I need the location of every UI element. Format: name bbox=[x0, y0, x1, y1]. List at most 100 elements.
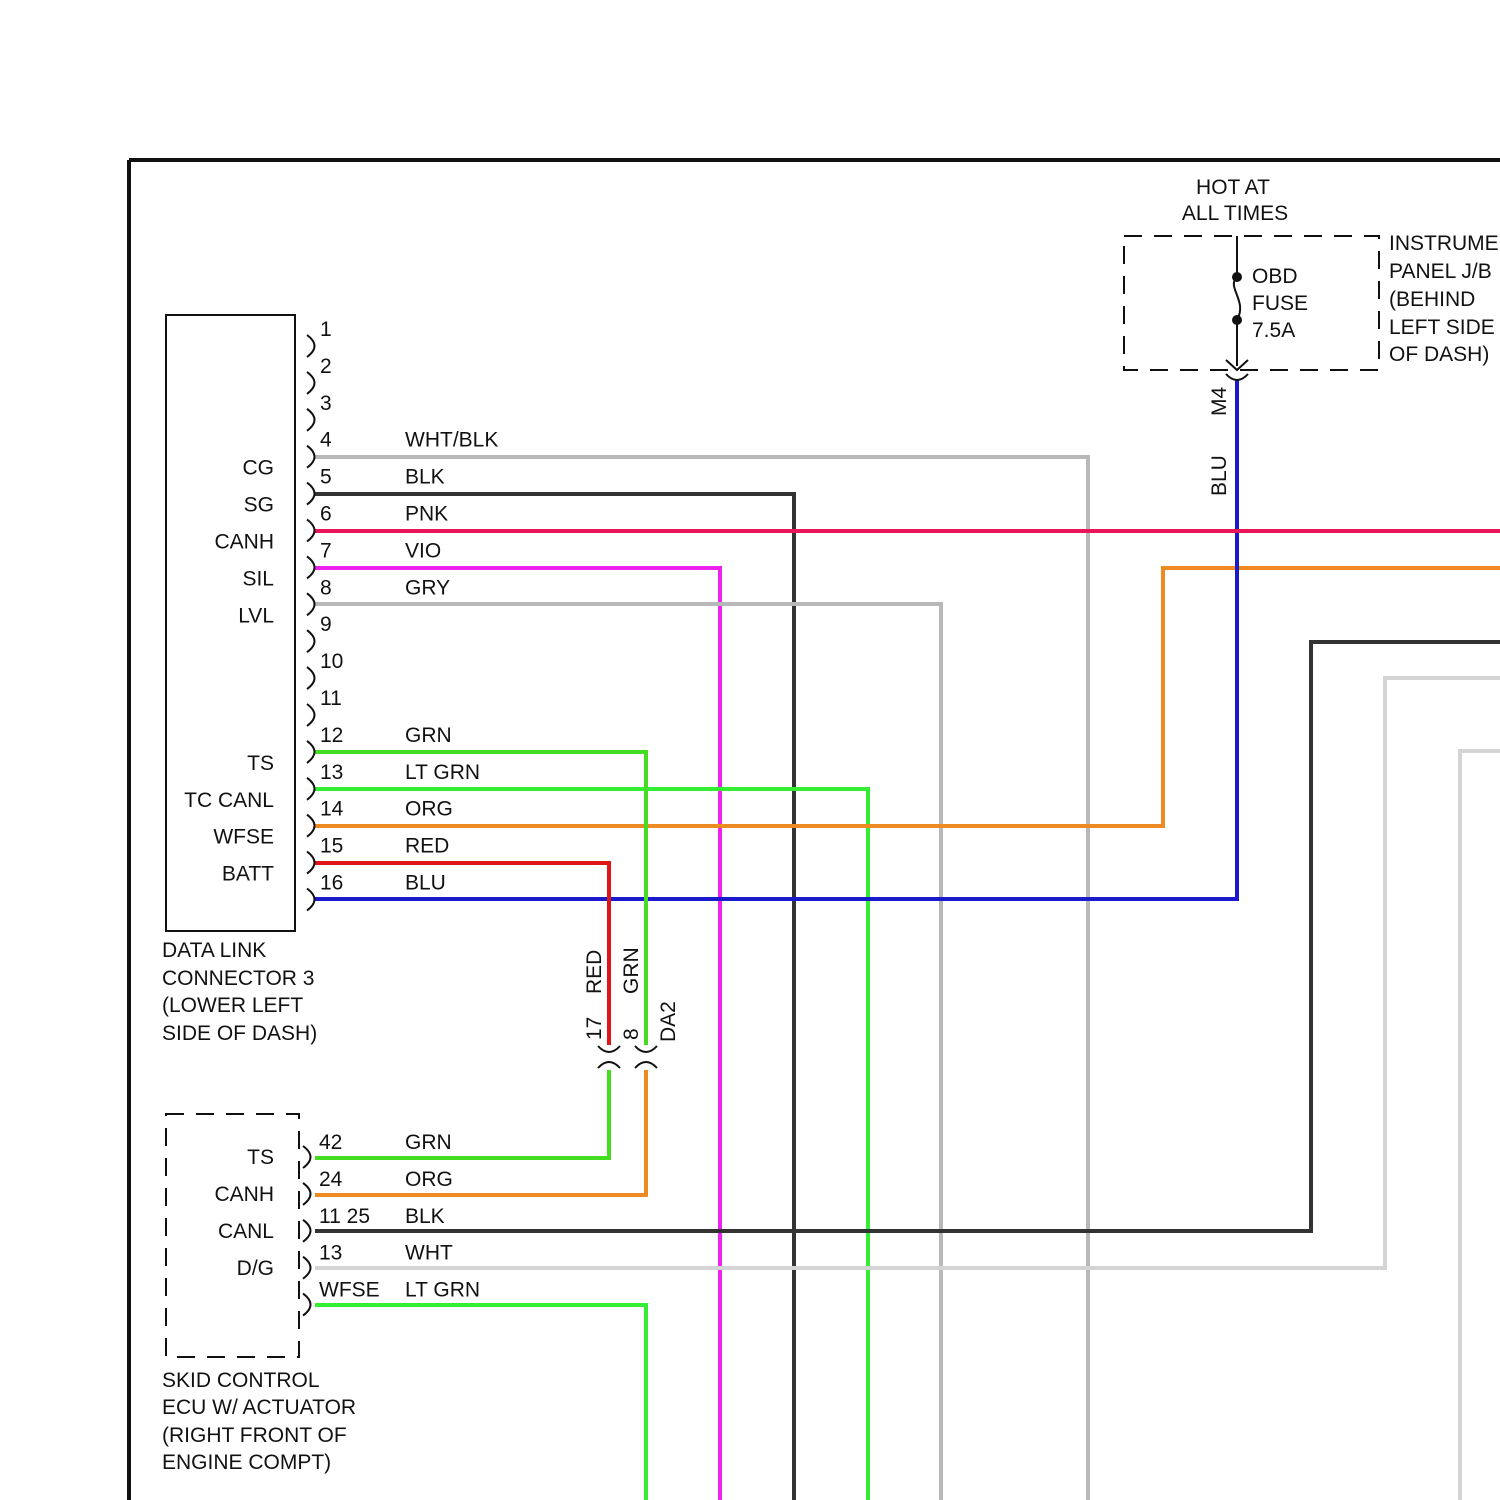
dlc-pin-terminal-icon bbox=[307, 446, 315, 468]
dlc-wire-color-label: PNK bbox=[405, 503, 448, 526]
dlc-pin-number: 11 bbox=[320, 687, 342, 710]
instrument-panel-jb: HOT AT ALL TIMES OBD FUSE 7.5A INSTRUMEN… bbox=[1124, 176, 1500, 496]
dlc-signal-label: TC CANL bbox=[184, 789, 274, 812]
da2-name-label: DA2 bbox=[657, 1001, 680, 1042]
dlc-pin-number: 9 bbox=[320, 613, 332, 636]
dlc-pin-number: 1 bbox=[320, 318, 332, 341]
dlc-signal-label: LVL bbox=[238, 604, 274, 627]
dlc-signal-label: WFSE bbox=[213, 826, 274, 849]
dlc-pin-terminal-icon bbox=[307, 409, 315, 431]
dlc-pin-number: 3 bbox=[320, 392, 332, 415]
dlc-pin-terminal-icon bbox=[307, 667, 315, 689]
dlc-signal-label: TS bbox=[247, 752, 274, 775]
dlc-wire-color-label: VIO bbox=[405, 539, 441, 562]
dlc-pin-number: 15 bbox=[320, 835, 343, 858]
dlc-pin-number: 5 bbox=[320, 466, 332, 489]
ecu-signal-label: CANH bbox=[214, 1183, 274, 1206]
ecu-signal-label: TS bbox=[247, 1146, 274, 1169]
jb-pin-label: M4 bbox=[1208, 387, 1231, 416]
dlc-pin-terminal-icon bbox=[307, 815, 315, 837]
ecu-pin-terminal-icon bbox=[303, 1146, 311, 1168]
wire-pin4-wht-blk bbox=[315, 457, 1088, 1500]
dlc-pin-terminal-icon bbox=[307, 593, 315, 615]
wire-ecu-blk bbox=[315, 642, 1500, 1231]
wire-pin13-lt-grn bbox=[315, 789, 868, 1500]
ecu-wire-color-label: ORG bbox=[405, 1168, 453, 1191]
jb-label-line4: LEFT SIDE bbox=[1389, 316, 1495, 339]
dlc-pin-number: 6 bbox=[320, 503, 332, 526]
dlc-pin-terminal-icon bbox=[307, 630, 315, 652]
dlc-name-line1: DATA LINK bbox=[162, 939, 266, 962]
wire-ecu-lt-grn bbox=[315, 1305, 646, 1500]
dlc-wire-color-label: RED bbox=[405, 835, 449, 858]
jb-label-line5: OF DASH) bbox=[1389, 343, 1489, 366]
dlc-pin-number: 4 bbox=[320, 429, 332, 452]
ecu-pin-number: 24 bbox=[319, 1168, 343, 1191]
dlc-pin-number: 12 bbox=[320, 724, 343, 747]
dlc-pin-terminal-icon bbox=[307, 520, 315, 542]
da2-connector-icon-a bbox=[598, 1046, 620, 1068]
ecu-wire-color-label: BLK bbox=[405, 1205, 445, 1228]
dlc-pin-terminal-icon bbox=[307, 483, 315, 505]
dlc-pin-terminal-icon bbox=[307, 704, 315, 726]
blu-wire-label: BLU bbox=[1208, 455, 1231, 496]
dlc-wire-color-label: LT GRN bbox=[405, 761, 480, 784]
wire-pin5-blk bbox=[315, 494, 794, 1500]
dlc-pin-number: 10 bbox=[320, 650, 343, 673]
fuse-label-line2: FUSE bbox=[1252, 292, 1308, 315]
ecu-wire-color-label: GRN bbox=[405, 1131, 452, 1154]
dlc-wire-color-label: BLU bbox=[405, 872, 446, 895]
ecu-pin-number: 11 25 bbox=[319, 1205, 370, 1228]
ecu-name-line4: ENGINE COMPT) bbox=[162, 1451, 331, 1474]
ecu-name-line1: SKID CONTROL bbox=[162, 1369, 320, 1392]
fuse-label-line3: 7.5A bbox=[1252, 319, 1295, 342]
ecu-pin-terminal-icon bbox=[303, 1294, 311, 1316]
ecu-signal-label: D/G bbox=[237, 1257, 274, 1280]
dlc-wire-color-label: GRY bbox=[405, 576, 450, 599]
dlc-pin-terminal-icon bbox=[307, 372, 315, 394]
da2-wire-a-label: RED bbox=[583, 950, 606, 994]
dlc-signal-label: CG bbox=[243, 457, 275, 480]
dlc-name-line3: (LOWER LEFT bbox=[162, 994, 303, 1017]
hot-label-line1: HOT AT bbox=[1196, 176, 1270, 199]
dlc-pin-number: 8 bbox=[320, 576, 332, 599]
jb-label-line1: INSTRUMENT bbox=[1389, 232, 1500, 255]
skid-control-ecu: TSCANHCANLD/G42GRN24ORG11 25BLK13WHTWFSE… bbox=[162, 1114, 480, 1474]
dlc-wire-color-label: BLK bbox=[405, 466, 445, 489]
da2-connector-icon-b bbox=[635, 1046, 657, 1068]
wires bbox=[315, 380, 1500, 1500]
dlc-pin-number: 7 bbox=[320, 539, 332, 562]
fuse-label-line1: OBD bbox=[1252, 265, 1298, 288]
hot-label-line2: ALL TIMES bbox=[1182, 202, 1288, 225]
dlc-signal-label: SIL bbox=[242, 567, 274, 590]
ecu-signal-label: CANL bbox=[218, 1220, 274, 1243]
ecu-name-line2: ECU W/ ACTUATOR bbox=[162, 1396, 356, 1419]
dlc-signal-label: CANH bbox=[214, 531, 274, 554]
dlc-name-line2: CONNECTOR 3 bbox=[162, 967, 314, 990]
dlc-pin-terminal-icon bbox=[307, 852, 315, 874]
dlc-pin-terminal-icon bbox=[307, 335, 315, 357]
jb-label-line2: PANEL J/B bbox=[1389, 260, 1492, 283]
dlc-name-line4: SIDE OF DASH) bbox=[162, 1022, 317, 1045]
dlc-pin-terminal-icon bbox=[307, 889, 315, 911]
dlc-pin-terminal-icon bbox=[307, 556, 315, 578]
dlc-pin-terminal-icon bbox=[307, 741, 315, 763]
wire-ecu-org bbox=[315, 1070, 646, 1195]
jb-label-line3: (BEHIND bbox=[1389, 288, 1475, 311]
ecu-pin-number: WFSE bbox=[319, 1279, 380, 1302]
ecu-pin-number: 42 bbox=[319, 1131, 342, 1154]
dlc-signal-label: BATT bbox=[222, 863, 274, 886]
wire-right-wht bbox=[1460, 751, 1500, 1500]
dlc-pin-number: 14 bbox=[320, 798, 344, 821]
dlc-wire-color-label: WHT/BLK bbox=[405, 429, 498, 452]
ecu-pin-terminal-icon bbox=[303, 1183, 311, 1205]
da2-connector: RED GRN 17 8 DA2 bbox=[583, 947, 680, 1068]
da2-pin-a-label: 17 bbox=[583, 1017, 606, 1040]
wire-ecu-wht bbox=[315, 678, 1500, 1268]
ecu-name-line3: (RIGHT FRONT OF bbox=[162, 1424, 347, 1447]
da2-pin-b-label: 8 bbox=[620, 1028, 643, 1040]
wire-pin15-red bbox=[315, 863, 609, 1045]
dlc-signal-label: SG bbox=[244, 494, 274, 517]
ecu-wire-color-label: LT GRN bbox=[405, 1279, 480, 1302]
